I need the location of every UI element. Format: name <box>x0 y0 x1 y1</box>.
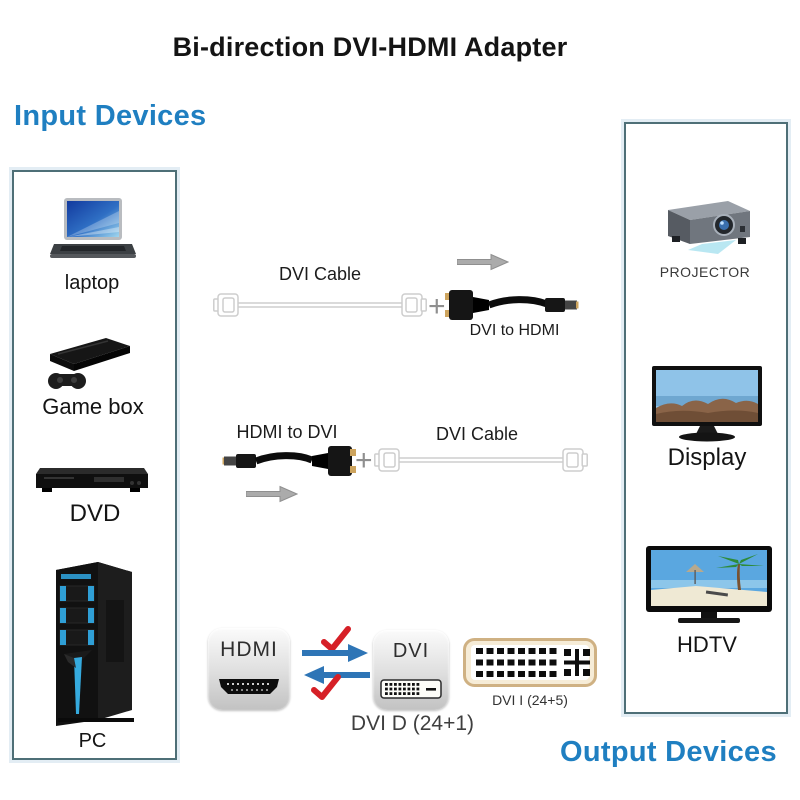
dvi-to-hdmi-adapter-icon <box>445 290 579 320</box>
plus-sign-top: + <box>428 290 446 323</box>
right-arrow-icon-bottom <box>246 485 298 503</box>
pc-tower-icon <box>56 562 134 726</box>
dvi-d-caption: DVI D (24+1) <box>350 712 475 735</box>
hdtv-label: HDTV <box>677 632 737 657</box>
flow-top-cable-label: DVI Cable <box>278 264 362 284</box>
dvi-port-card: DVI <box>373 630 449 710</box>
hdmi-to-dvi-adapter-icon <box>222 446 356 476</box>
display-label: Display <box>667 444 747 471</box>
laptop-icon <box>50 198 136 258</box>
dvd-label: DVD <box>69 500 121 527</box>
dvi-i-caption: DVI I (24+5) <box>492 692 568 708</box>
display-monitor-icon <box>652 366 762 442</box>
output-devices-heading: Output Devices <box>560 736 777 768</box>
hdtv-icon <box>646 546 772 623</box>
dvi-cable-icon-2 <box>374 448 588 472</box>
hdmi-port-icon <box>219 679 279 694</box>
dvi-port-label: DVI <box>392 640 430 662</box>
plus-sign-bottom: + <box>355 444 373 477</box>
input-devices-heading: Input Devices <box>14 100 207 132</box>
dvd-player-icon <box>36 468 148 492</box>
hdmi-port-card: HDMI <box>208 628 290 710</box>
laptop-label: laptop <box>64 272 120 294</box>
hdmi-port-label: HDMI <box>220 638 278 661</box>
projector-icon <box>668 201 750 254</box>
dvi-i-connector-icon <box>463 638 597 687</box>
dvi-cable-icon <box>213 293 427 317</box>
flow-bottom-cable-label: DVI Cable <box>435 424 519 444</box>
hdmi-to-dvi-label: HDMI to DVI <box>236 422 338 442</box>
pc-label: PC <box>78 730 107 752</box>
page-title: Bi-direction DVI-HDMI Adapter <box>172 32 568 62</box>
dvi-d-port-icon <box>380 679 442 699</box>
game-console-icon <box>48 338 130 389</box>
dvi-to-hdmi-label: DVI to HDMI <box>469 322 560 339</box>
game-box-label: Game box <box>42 394 144 419</box>
bidirectional-arrows-icon <box>302 626 370 700</box>
projector-label: PROJECTOR <box>659 264 751 280</box>
right-arrow-icon-top <box>457 253 509 271</box>
